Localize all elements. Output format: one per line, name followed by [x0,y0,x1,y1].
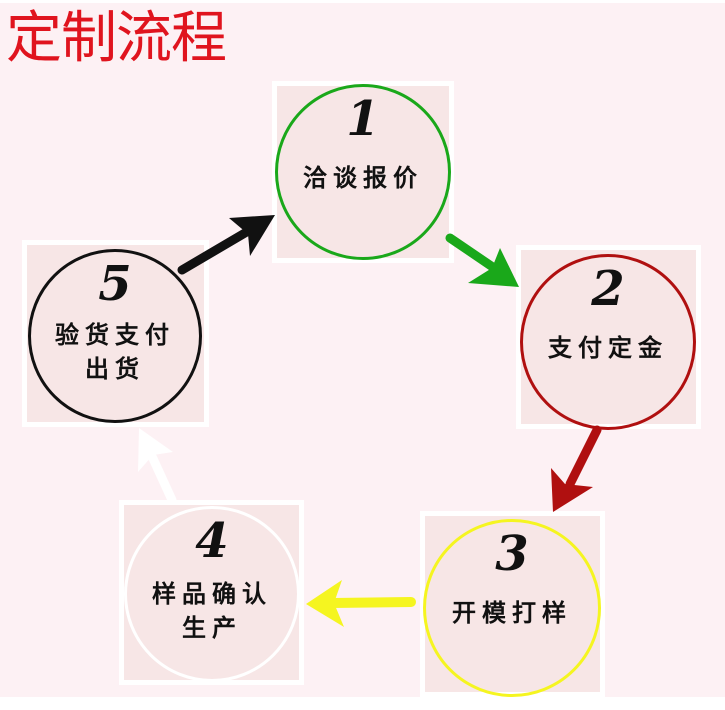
step-1-label: 洽谈报价 [303,163,423,192]
step-5-label-line2: 出货 [85,354,145,383]
step-4-number: 4 [195,513,229,569]
step-2-number: 2 [591,261,625,317]
step-3-circle: 3 开模打样 [423,519,601,697]
step-2-circle: 2 支付定金 [520,254,696,430]
step-5-circle: 5 验货支付 出货 [28,249,202,423]
arrow-1-to-2-icon [445,233,519,287]
step-5-label: 验货支付 [55,320,175,349]
step-1-number: 1 [346,91,380,147]
step-1-circle: 1 洽谈报价 [275,84,451,260]
page-title: 定制流程 [6,6,227,71]
arrow-2-to-3-icon [551,425,602,512]
arrow-5-to-1-icon [177,215,275,275]
step-4-circle: 4 样品确认 生产 [124,506,300,682]
arrow-3-to-4-icon [306,580,416,627]
step-4-label: 样品确认 [152,579,272,608]
step-2-label: 支付定金 [548,333,668,362]
arrow-4-to-5-icon [138,428,177,505]
step-4-label-line2: 生产 [182,613,242,642]
step-3-number: 3 [495,526,529,582]
step-5-number: 5 [98,256,132,312]
step-3-label: 开模打样 [452,598,572,627]
